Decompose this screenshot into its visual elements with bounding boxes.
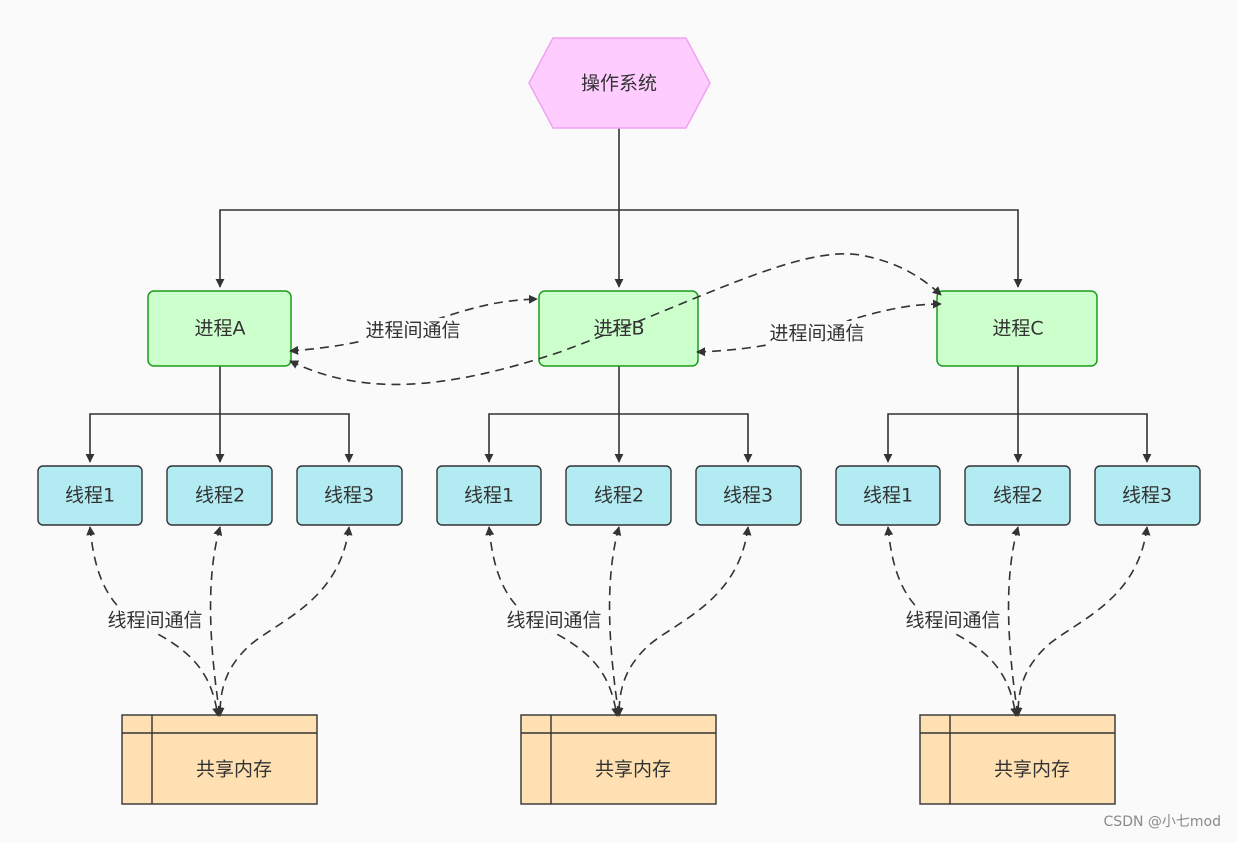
ipc-edge-a-c: [289, 253, 942, 386]
memory-box: [121, 714, 318, 805]
memory-box: [520, 714, 717, 805]
thread-node-c1[interactable]: 线程1: [835, 465, 941, 526]
os-edges: [215, 128, 1023, 288]
edge-label-text: 线程间通信: [506, 610, 601, 632]
edge-label-bg: [104, 608, 206, 632]
shared-memory-c[interactable]: 共享内存: [919, 714, 1116, 805]
thread-box: [436, 465, 542, 526]
edge-process-c-to-thread-1: [883, 413, 1018, 463]
thread-label: 线程3: [723, 485, 773, 507]
itc-edge-c2: [1007, 526, 1022, 717]
thread-label: 线程3: [324, 485, 374, 507]
thread-node-a1[interactable]: 线程1: [37, 465, 143, 526]
itc-edge-b3: [614, 526, 752, 717]
edge-process-c-to-thread-3: [1018, 413, 1152, 463]
edge-label-ipc-ab: 进程间通信: [362, 318, 464, 342]
edge-label-text: 线程间通信: [905, 610, 1000, 632]
thread-box: [964, 465, 1071, 526]
edge-label-bg: [362, 318, 464, 342]
thread-node-a3[interactable]: 线程3: [296, 465, 403, 526]
memory-label: 共享内存: [595, 759, 671, 781]
edge-label-ipc-bc: 进程间通信: [766, 321, 868, 345]
thread-label: 线程2: [195, 485, 245, 507]
os-hexagon: [528, 37, 711, 129]
edge-process-a-to-thread-1: [85, 413, 220, 463]
thread-box: [37, 465, 143, 526]
process-thread-edges: [85, 366, 1152, 463]
edge-label-itc-c: 线程间通信: [902, 608, 1004, 632]
thread-node-a2[interactable]: 线程2: [166, 465, 273, 526]
process-c-node[interactable]: 进程C: [936, 290, 1098, 367]
os-node[interactable]: 操作系统: [528, 37, 711, 129]
shared-memory-b[interactable]: 共享内存: [520, 714, 717, 805]
thread-box: [565, 465, 672, 526]
memory-label: 共享内存: [196, 759, 272, 781]
thread-box: [166, 465, 273, 526]
thread-box: [835, 465, 941, 526]
thread-label: 线程2: [594, 485, 644, 507]
itc-edge-a3: [215, 526, 353, 717]
thread-node-b1[interactable]: 线程1: [436, 465, 542, 526]
edge-process-b-to-thread-1: [484, 413, 619, 463]
thread-box: [296, 465, 403, 526]
os-label: 操作系统: [581, 73, 657, 95]
edge-label-text: 进程间通信: [769, 323, 864, 345]
edge-os-to-process-c: [619, 209, 1023, 288]
process-a-label: 进程A: [195, 318, 246, 340]
memory-box: [919, 714, 1116, 805]
itc-edge-a2: [209, 526, 224, 717]
thread-box: [695, 465, 802, 526]
memory-label: 共享内存: [994, 759, 1070, 781]
thread-box: [1094, 465, 1201, 526]
shared-memory-a[interactable]: 共享内存: [121, 714, 318, 805]
edge-label-text: 线程间通信: [107, 610, 202, 632]
edge-process-b-to-thread-3: [619, 413, 753, 463]
thread-label: 线程1: [65, 485, 115, 507]
thread-node-b3[interactable]: 线程3: [695, 465, 802, 526]
thread-node-b2[interactable]: 线程2: [565, 465, 672, 526]
edge-label-itc-a: 线程间通信: [104, 608, 206, 632]
thread-label: 线程1: [464, 485, 514, 507]
watermark: CSDN @小七mod: [1104, 814, 1221, 830]
edge-label-bg: [503, 608, 605, 632]
itc-edge-c3: [1013, 526, 1151, 717]
thread-node-c3[interactable]: 线程3: [1094, 465, 1201, 526]
edge-label-itc-b: 线程间通信: [503, 608, 605, 632]
thread-label: 线程3: [1122, 485, 1172, 507]
edge-label-text: 进程间通信: [365, 320, 460, 342]
edge-process-a-to-thread-3: [220, 413, 354, 463]
process-b-node[interactable]: 进程B: [538, 290, 699, 367]
thread-label: 线程1: [863, 485, 913, 507]
process-c-label: 进程C: [992, 318, 1043, 340]
thread-label: 线程2: [993, 485, 1043, 507]
thread-node-c2[interactable]: 线程2: [964, 465, 1071, 526]
itc-edge-b2: [608, 526, 623, 717]
edge-os-to-process-a: [215, 209, 619, 288]
process-a-node[interactable]: 进程A: [147, 290, 292, 367]
edge-label-bg: [766, 321, 868, 345]
edge-label-bg: [902, 608, 1004, 632]
